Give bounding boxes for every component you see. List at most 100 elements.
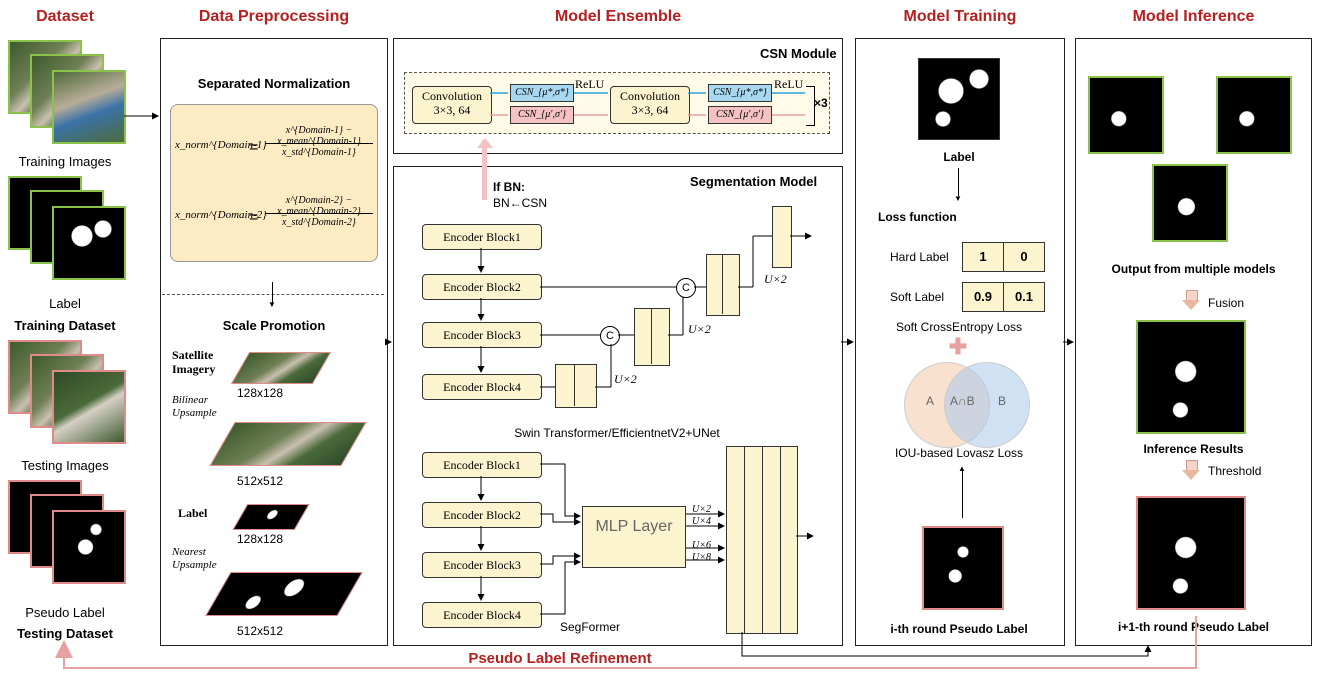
relu-1: ReLU [575,77,605,91]
size-512-b: 512x512 [236,624,284,638]
separated-normalization-title: Separated Normalization [197,76,351,91]
next-pseudo-label-image [1136,496,1246,610]
pseudo-label-stack [8,480,128,590]
unet-caption: Swin Transformer/EfficientnetV2+UNet [514,426,720,440]
csn-bottom-2: CSN_{μ',σ'} [708,106,772,124]
soft-ce-caption: Soft CrossEntropy Loss [895,320,1023,334]
csn-top-1: CSN_{μ*,σ*} [510,84,574,102]
ux8-label: U×8 [692,552,711,563]
header-training: Model Training [903,8,1017,25]
venn-ab-label: A∩B [950,394,975,408]
unet-decoder-2 [634,308,670,366]
fusion-arrow-icon [1182,300,1200,310]
pseudo-label-refinement-caption: Pseudo Label Refinement [380,650,740,667]
csn-conv2-param: 3×3, 64 [631,103,669,117]
csn-top-2: CSN_{μ*,σ*} [708,84,772,102]
csn-conv1: Convolution 3×3, 64 [412,86,492,124]
hard-label-caption: Hard Label [890,250,949,264]
size-128-a: 128x128 [236,386,284,400]
unet-decoder-3 [706,254,740,316]
threshold-arrow-icon [1182,470,1200,480]
ux4-label: U×4 [692,516,711,527]
relu-2: ReLU [774,77,804,91]
training-dataset-caption: Training Dataset [14,318,116,333]
formula1-numerator: x^{Domain-1} − x_mean^{Domain-1} [277,125,361,147]
upsample-label-c: U×2 [764,272,787,286]
unet-connections [477,232,812,388]
unet-encoder-block2: Encoder Block2 [422,274,542,300]
formula2-denominator: x_std^{Domain-2} [282,217,356,228]
scale-promotion-title: Scale Promotion [222,318,326,333]
ith-pseudo-label-caption: i-th round Pseudo Label [890,622,1028,636]
csn-arrows [490,92,805,116]
iou-loss-caption: IOU-based Lovasz Loss [894,446,1024,460]
size-512-a: 512x512 [236,474,284,488]
csn-conv1-param: 3×3, 64 [433,103,471,117]
hard-label-0: 0 [1003,242,1045,272]
upsample-label-b: U×2 [688,322,711,336]
venn-b-label: B [998,394,1007,408]
csn-bottom-1: CSN_{μ',σ'} [510,106,574,124]
unet-encoder-block1: Encoder Block1 [422,224,542,250]
ux2-label: U×2 [692,504,711,515]
up-arrow-icon: ▲ [958,464,966,473]
next-pseudo-label-caption: i+1-th round Pseudo Label [1117,620,1269,634]
training-images-stack [8,40,128,150]
threshold-label: Threshold [1208,464,1262,478]
if-bn-label: If BN: [493,180,525,194]
ith-pseudo-label-image [922,526,1004,610]
nearest-upsample-label: Nearest Upsample [172,546,217,571]
csn-link-arrow [482,140,487,200]
segformer-decoder [726,446,798,634]
training-images-label: Training Images [18,154,112,169]
bilinear-upsample-label: Bilinear Upsample [172,394,217,419]
training-label-image [918,58,1000,140]
unet-encoder-block3: Encoder Block3 [422,322,542,348]
bn-csn-label: BN←CSN [493,196,548,210]
formula1-denominator: x_std^{Domain-1} [282,147,356,158]
inference-result-image [1136,320,1246,434]
inference-output-2 [1216,76,1292,154]
soft-label-caption: Soft Label [890,290,945,304]
inference-output-3 [1152,164,1228,242]
preprocessing-divider [162,294,384,295]
header-dataset: Dataset [36,8,94,25]
inference-output-1 [1088,76,1164,154]
ux6-label: U×6 [692,540,711,551]
fusion-label: Fusion [1208,296,1245,310]
hard-label-1: 1 [962,242,1004,272]
pseudo-label-caption: Pseudo Label [25,605,105,620]
testing-images-caption: Testing Images [21,458,109,473]
segformer-encoder-block4: Encoder Block4 [422,602,542,628]
segformer-encoder-block2: Encoder Block2 [422,502,542,528]
unet-decoder-1 [555,364,597,408]
down-arrow-icon: ▼ [268,300,276,309]
mlp-layer: MLP Layer [582,506,686,568]
formula2-numerator: x^{Domain-2} − x_mean^{Domain-2} [277,195,361,217]
csn-conv2-title: Convolution [619,89,680,103]
concat-node-2: C [676,278,696,298]
csn-link-arrowhead-icon [477,138,493,148]
segformer-connections [477,463,814,615]
header-inference: Model Inference [1132,8,1255,25]
csn-module-title: CSN Module [760,46,837,61]
satellite-imagery-label: Satellite Imagery [172,348,216,376]
segformer-encoder-block3: Encoder Block3 [422,552,542,578]
size-128-b: 128x128 [236,532,284,546]
header-ensemble: Model Ensemble [554,8,682,25]
csn-repeat: ×3 [814,96,828,110]
segmentation-model-title: Segmentation Model [690,174,818,189]
inference-results-caption: Inference Results [1143,442,1244,456]
segformer-encoder-block1: Encoder Block1 [422,452,542,478]
venn-a-label: A [926,394,935,408]
normalization-formula-box: x_norm^{Domain-1} = x^{Domain-1} − x_mea… [170,104,378,262]
venn-circle-b [944,362,1030,448]
header-preprocessing: Data Preprocessing [198,8,350,25]
label-caption: Label [49,296,81,311]
loss-function-title: Loss function [878,210,957,224]
down-arrow-icon: ▼ [954,194,962,203]
formula2-lhs: x_norm^{Domain-2} [175,209,267,221]
concat-node-1: C [600,326,620,346]
label-stack [8,176,128,286]
